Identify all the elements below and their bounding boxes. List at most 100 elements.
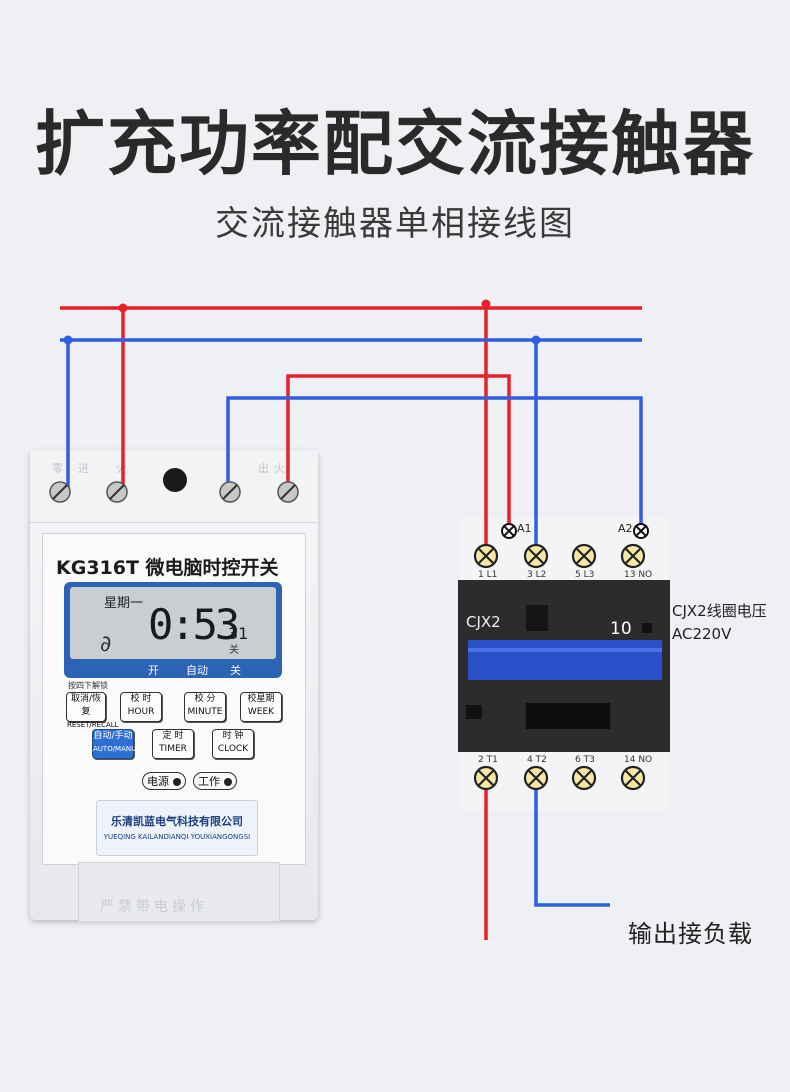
lcd-week: 星期一	[104, 596, 144, 611]
page-subtitle: 交流接触器单相接线图	[215, 204, 575, 244]
manufacturer-plate: 乐清凯蓝电气科技有限公司 YUEQING KAILANDIANQI YOUXIA…	[96, 800, 258, 856]
lcd-mode: ∂	[100, 632, 112, 657]
timer-screw-4-slot	[280, 484, 296, 500]
timer-mark-1: 零	[52, 462, 63, 475]
coil-note-line-2: AC220V	[672, 625, 732, 643]
reset-recall-cn: 取消/恢复	[70, 694, 102, 717]
auto-manual-cn: 自动/手动	[93, 731, 133, 741]
timer-out-to-A1	[286, 374, 511, 531]
L3-label: 5 L3	[575, 570, 595, 580]
lcd-off: 关	[229, 645, 239, 656]
minute-button[interactable]: 校 分 MINUTE	[184, 692, 226, 722]
auto-manual-en: AUTO/MANU	[93, 745, 137, 753]
contactor-square	[642, 623, 652, 633]
timer-screw-1-slot	[52, 484, 68, 500]
NO13-label: 13 NO	[624, 570, 653, 580]
neutral-wires	[60, 338, 643, 907]
timer-knob-icon	[163, 468, 187, 492]
A1-terminal-x	[503, 525, 515, 537]
junctions	[63, 299, 541, 345]
work-led-icon	[223, 778, 232, 786]
minute-cn: 校 分	[194, 694, 216, 704]
T3-terminal-x	[576, 770, 592, 786]
L2-terminal-x	[528, 548, 544, 564]
auto-manual-button[interactable]: 自动/手动 AUTO/MANU	[92, 729, 137, 759]
main-terminals	[473, 543, 646, 791]
clock-en: CLOCK	[217, 744, 249, 754]
T1-terminal-x	[478, 770, 494, 786]
neutral-to-A2	[226, 396, 643, 531]
led-indicators: 电源 工作	[142, 772, 241, 790]
T2-terminal-x	[528, 770, 544, 786]
coil-voltage-note: CJX2线圈电压 AC220V	[672, 600, 767, 646]
status-on: 开	[148, 664, 159, 677]
lcd-screen	[70, 587, 276, 659]
week-en: WEEK	[247, 707, 275, 717]
L2-label: 3 L2	[527, 570, 547, 580]
status-off: 关	[230, 664, 241, 677]
T1-label: 2 T1	[478, 755, 498, 765]
contactor-slot-left	[466, 705, 482, 719]
timer-mark-5: 火	[274, 462, 285, 475]
contactor-model: CJX2	[466, 613, 501, 631]
week-button[interactable]: 校星期 WEEK	[240, 692, 282, 722]
week-cn: 校星期	[247, 694, 275, 704]
T2-to-load	[534, 778, 610, 907]
terminal-cover	[78, 862, 280, 922]
led-work-label: 工作	[198, 775, 220, 788]
NO14-label: 14 NO	[624, 755, 653, 765]
led-power-label: 电源	[147, 775, 169, 788]
reset-recall-en: RESET/RECALL	[67, 721, 119, 729]
page-title: 扩充功率配交流接触器	[35, 103, 755, 185]
power-led-icon	[172, 778, 181, 786]
NO14-terminal-x	[625, 770, 641, 786]
led-work: 工作	[193, 772, 237, 790]
coil-terminals	[501, 523, 649, 539]
contactor-window-stripe	[468, 648, 662, 652]
timer-en: TIMER	[159, 744, 187, 754]
timer-terminals	[49, 468, 299, 503]
minute-en: MINUTE	[187, 707, 223, 717]
T3-label: 6 T3	[575, 755, 595, 765]
timer-screw-3-slot	[222, 484, 238, 500]
junction-live-1	[118, 303, 128, 313]
maker-cn: 乐清凯蓝电气科技有限公司	[111, 815, 243, 828]
L3-terminal-x	[576, 548, 592, 564]
A2-terminal-x	[635, 525, 647, 537]
T2-label: 4 T2	[527, 755, 547, 765]
timer-model: KG316T 微电脑时控开关	[56, 557, 279, 579]
lcd-time: 0:53	[148, 600, 240, 649]
maker-en: YUEQING KAILANDIANQI YOUXIANGONGSI	[103, 833, 251, 841]
junction-neutral-1	[63, 335, 73, 345]
hour-button[interactable]: 校 时 HOUR	[120, 692, 162, 722]
live-wires	[60, 304, 642, 940]
A2-label: A2	[618, 522, 633, 535]
NO13-terminal-x	[625, 548, 641, 564]
coil-note-line-1: CJX2线圈电压	[672, 602, 767, 620]
reset-recall-button[interactable]: 取消/恢复 RESET/RECALL	[66, 692, 119, 729]
contactor-slot-top	[526, 605, 548, 631]
L1-label: 1 L1	[478, 570, 498, 580]
A1-label: A1	[517, 522, 532, 535]
timer-screw-2-slot	[109, 484, 125, 500]
unlock-note: 按四下解锁	[68, 681, 108, 690]
contactor-slot-bottom	[526, 703, 610, 729]
status-auto: 自动	[186, 664, 208, 677]
clock-button[interactable]: 时 钟 CLOCK	[212, 729, 254, 759]
junction-neutral-2	[531, 335, 541, 345]
led-power: 电源	[142, 772, 186, 790]
clock-cn: 时 钟	[222, 731, 244, 741]
L1-terminal-x	[478, 548, 494, 564]
load-output-note: 输出接负载	[628, 920, 753, 948]
timer-button[interactable]: 定 时 TIMER	[152, 729, 194, 759]
hour-cn: 校 时	[130, 694, 152, 704]
timer-cn: 定 时	[162, 731, 184, 741]
hour-en: HOUR	[127, 707, 155, 717]
timer-mark-4: 出	[258, 462, 269, 475]
contactor-rating: 10	[610, 619, 632, 639]
junction-live-2	[481, 299, 491, 309]
contactor-window	[468, 640, 662, 680]
lcd-seconds: 31	[228, 624, 249, 643]
timer-mark-2: 进	[78, 462, 89, 475]
